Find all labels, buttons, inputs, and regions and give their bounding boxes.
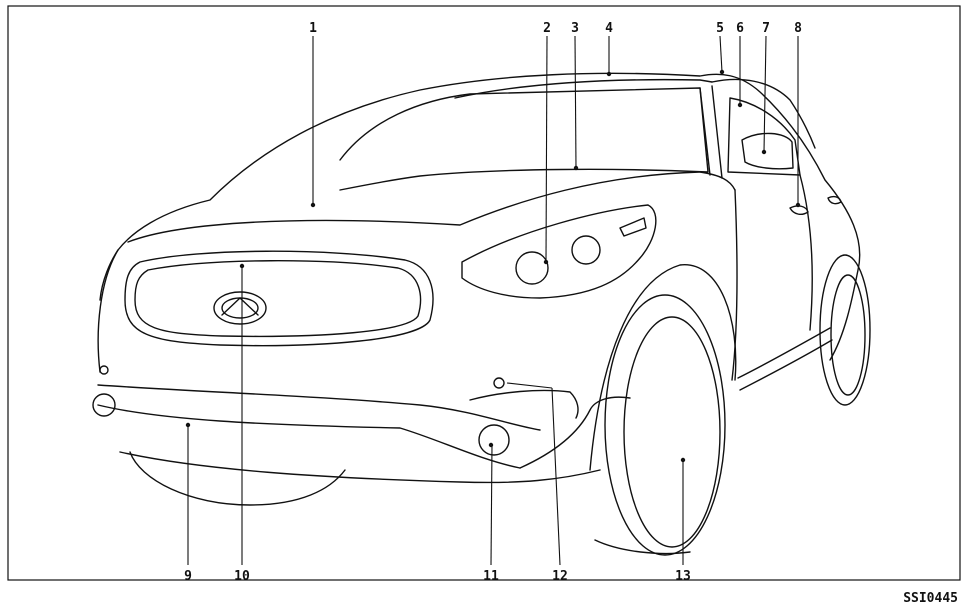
- front-fender: [589, 264, 737, 471]
- callout-9: 9: [184, 569, 192, 584]
- hood: [127, 171, 701, 243]
- callout-12: 12: [552, 569, 568, 584]
- headlight-lamp-outer: [571, 235, 601, 265]
- callout-13: 13: [675, 569, 691, 584]
- callout-6: 6: [736, 21, 744, 36]
- callout-labels: 1 2 3 4 5 6 7 8 9 10 11 12 13: [184, 21, 802, 584]
- front-bumper: [97, 384, 541, 431]
- door-mirror: [741, 132, 794, 170]
- door-handle-rear: [827, 195, 842, 205]
- roof-line: [454, 78, 713, 99]
- callout-11: 11: [483, 569, 499, 584]
- side-sill: [737, 327, 831, 379]
- headlight-lamp-inner: [515, 251, 549, 285]
- callout-3: 3: [571, 21, 579, 36]
- car-body-outline: [97, 72, 861, 373]
- callout-4: 4: [605, 21, 613, 36]
- callout-10: 10: [234, 569, 250, 584]
- leader-dots: [185, 69, 801, 463]
- callout-7: 7: [762, 21, 770, 36]
- door-seam: [731, 189, 738, 381]
- front-wheel-tire: [604, 294, 726, 556]
- windshield: [339, 87, 709, 191]
- callout-8: 8: [794, 21, 802, 36]
- fog-light-left: [92, 393, 116, 417]
- door-handle-front: [789, 205, 809, 216]
- front-sensor: [493, 377, 505, 389]
- car-illustration: [92, 72, 871, 556]
- callout-1: 1: [309, 21, 317, 36]
- infiniti-emblem: [213, 291, 267, 325]
- leader-lines: [187, 35, 799, 566]
- diagram-border: [7, 5, 961, 581]
- callout-2: 2: [543, 21, 551, 36]
- rear-wheel-tire: [819, 254, 871, 406]
- front-grille: [124, 250, 434, 347]
- callout-5: 5: [716, 21, 724, 36]
- headlight-housing: [461, 204, 657, 299]
- fog-light-right: [478, 424, 510, 456]
- figure-reference-code: SSI0445: [903, 591, 958, 606]
